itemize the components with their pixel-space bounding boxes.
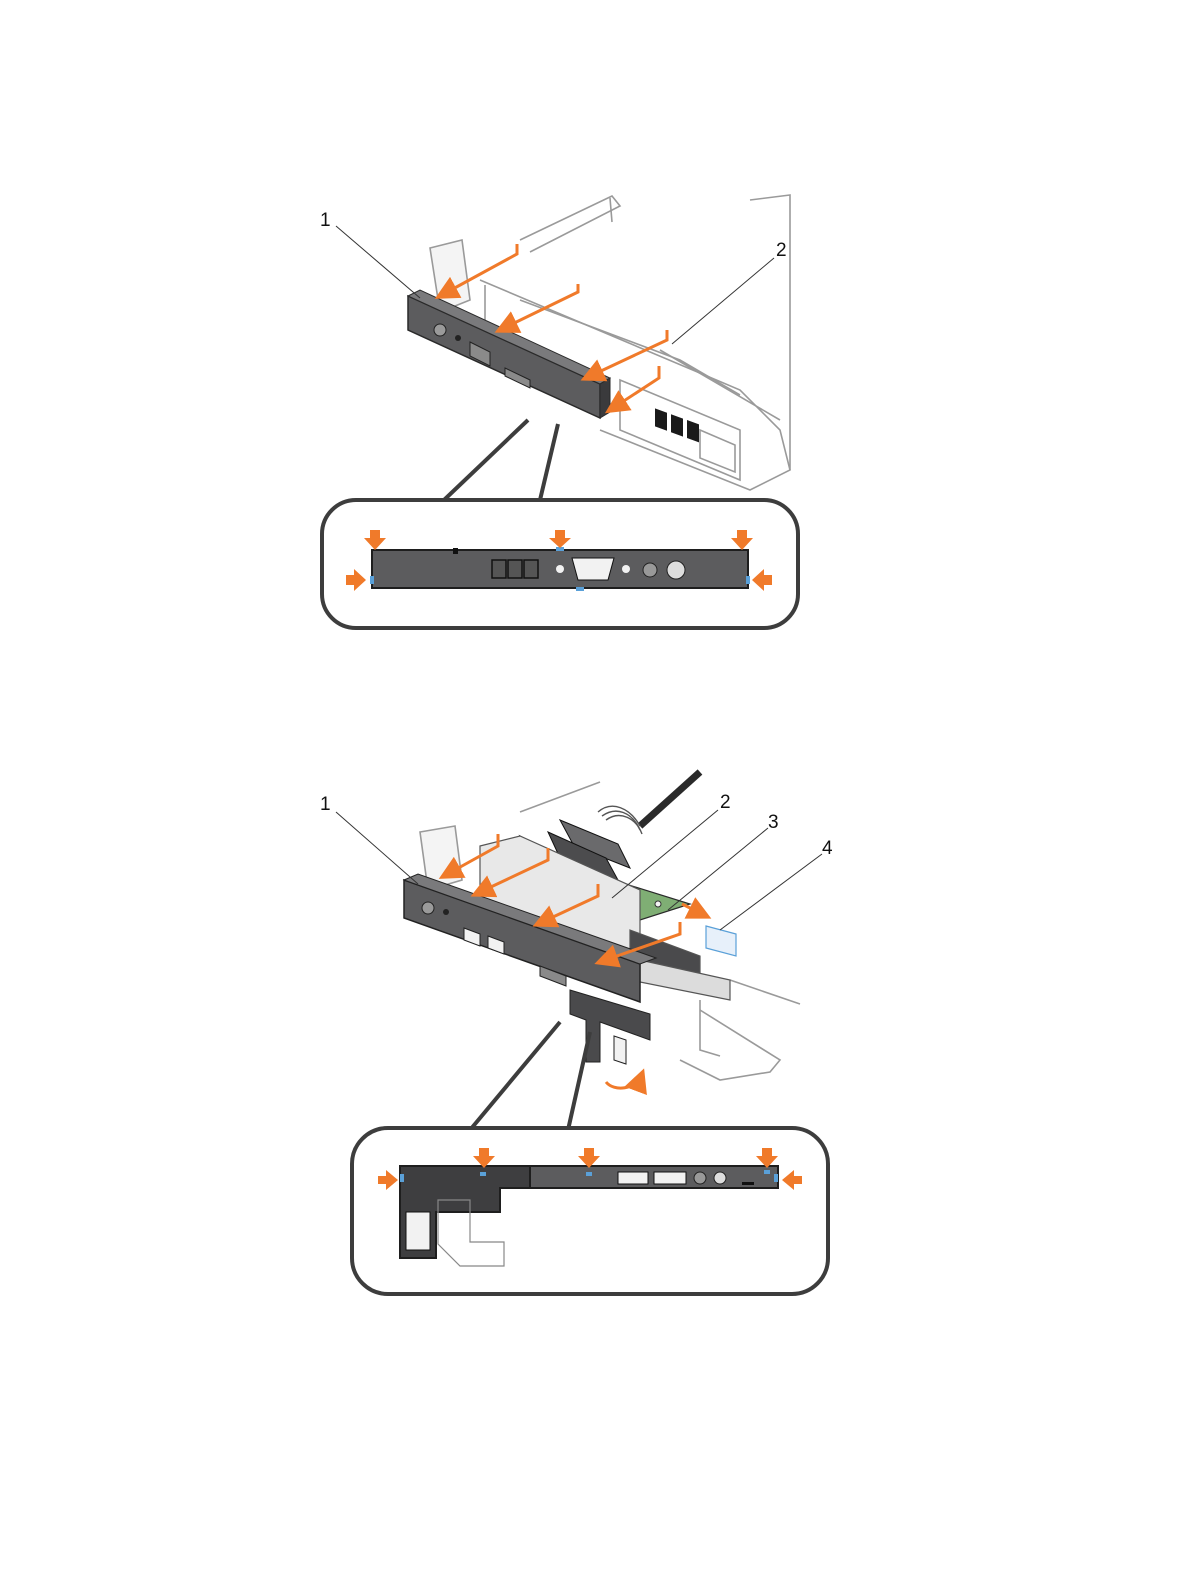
bottom-callout-2: 2 xyxy=(720,792,731,813)
top-control-panel xyxy=(408,290,610,418)
bottom-figure: 1 2 3 4 xyxy=(320,772,833,1294)
bottom-cable xyxy=(640,772,700,826)
top-zoom-connector xyxy=(444,420,558,500)
bottom-callout-4: 4 xyxy=(822,838,833,859)
bottom-cable-wires xyxy=(598,806,642,834)
top-leaders xyxy=(336,226,774,344)
bottom-callout-3: 3 xyxy=(768,812,779,833)
top-detail-panel xyxy=(370,547,750,591)
bottom-callout-1: 1 xyxy=(320,794,331,815)
top-callout-2: 2 xyxy=(776,240,787,261)
bottom-zoom-connector xyxy=(470,1022,590,1130)
top-callout-1: 1 xyxy=(320,210,331,231)
top-figure: 1 2 xyxy=(320,195,798,628)
